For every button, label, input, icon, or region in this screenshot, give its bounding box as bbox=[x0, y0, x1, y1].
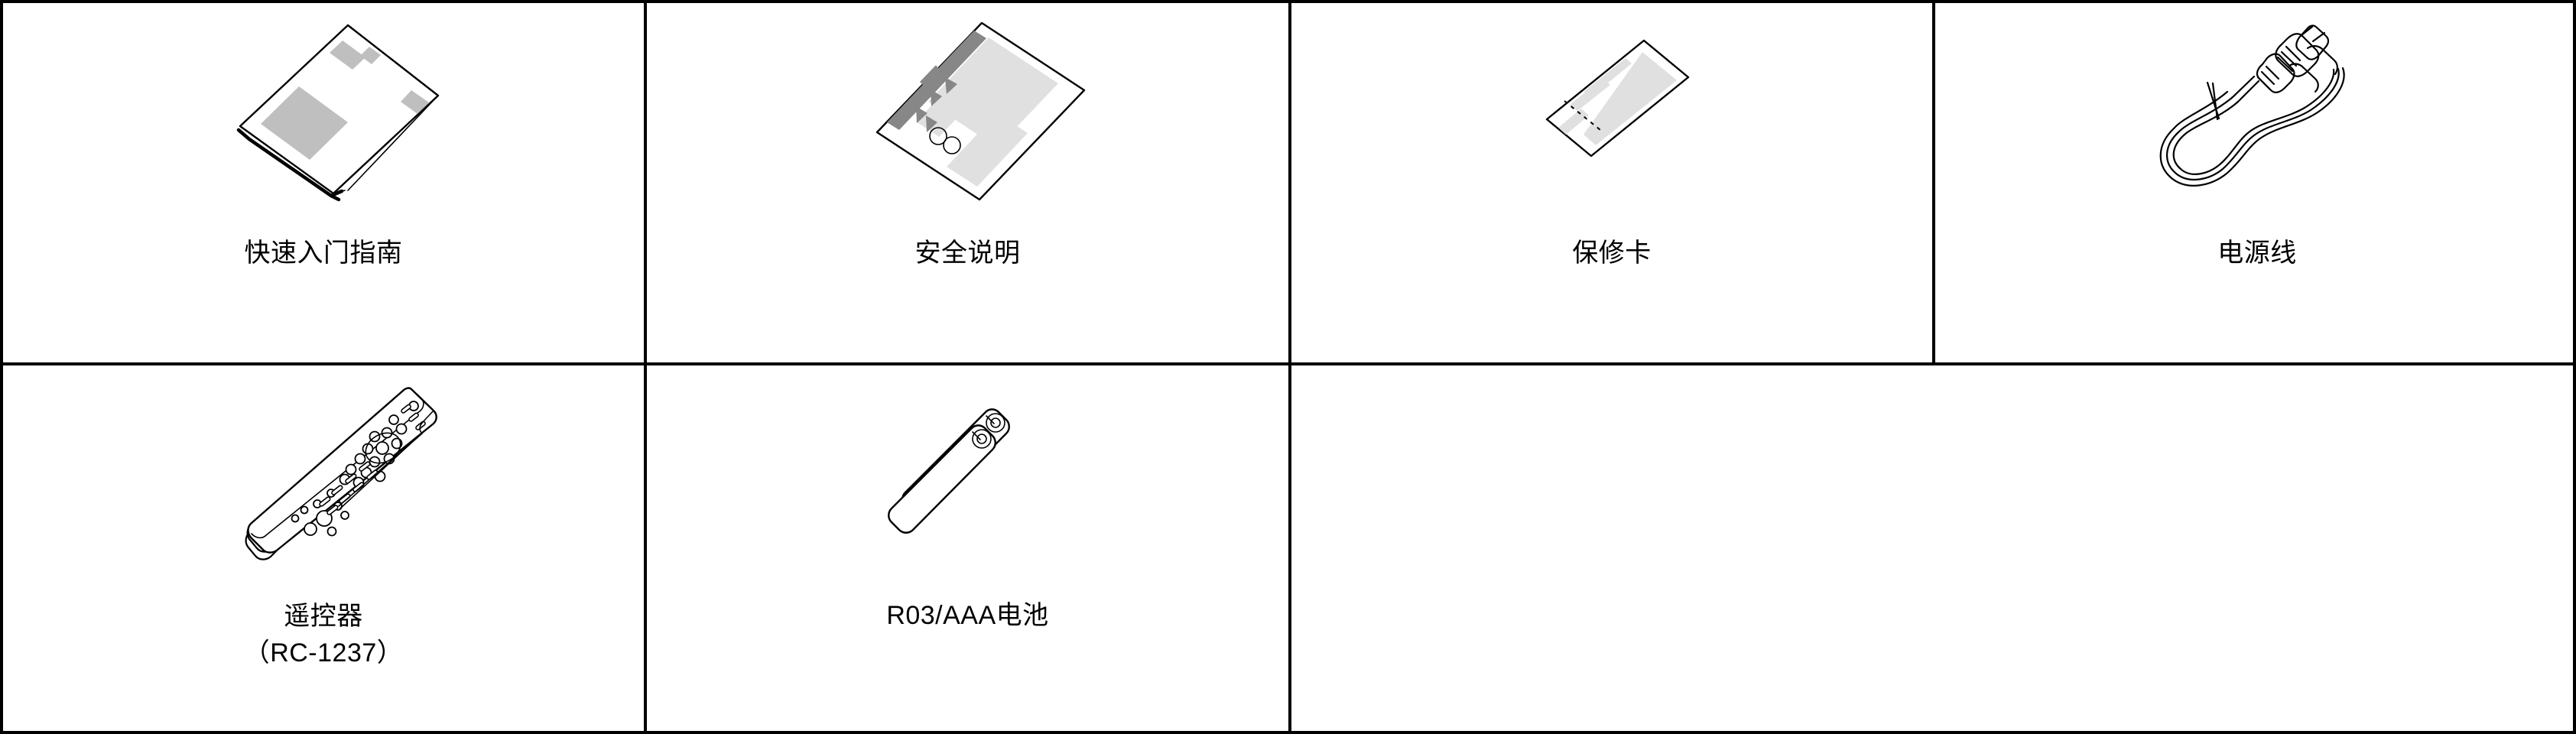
accessory-label-remote-control-line2: （RC-1237） bbox=[243, 638, 404, 667]
accessory-label-warranty-card: 保修卡 bbox=[1572, 239, 1652, 268]
warranty-card-icon bbox=[1291, 6, 1932, 235]
accessory-cell-empty bbox=[1291, 365, 2576, 734]
accessory-cell-safety-instructions: 安全说明 bbox=[647, 3, 1291, 365]
accessory-cell-power-cord: 电源线 bbox=[1935, 3, 2576, 365]
booklet-icon bbox=[3, 6, 644, 235]
power-cord-icon bbox=[1935, 6, 2576, 235]
accessory-label-safety-instructions: 安全说明 bbox=[914, 239, 1021, 268]
accessory-cell-quick-start-guide: 快速入门指南 bbox=[3, 3, 647, 365]
remote-control-icon bbox=[3, 369, 644, 598]
accessory-label-power-cord: 电源线 bbox=[2217, 239, 2297, 268]
accessory-label-remote-control-line1: 遥控器 bbox=[284, 602, 363, 631]
accessory-cell-batteries: R03/AAA电池 bbox=[647, 365, 1291, 734]
accessory-cell-warranty-card: 保修卡 bbox=[1291, 3, 1935, 365]
accessories-grid: 快速入门指南 bbox=[3, 3, 2576, 734]
accessory-label-batteries: R03/AAA电池 bbox=[886, 601, 1049, 630]
battery-icon bbox=[647, 369, 1288, 598]
accessory-cell-remote-control: 遥控器 （RC-1237） bbox=[3, 365, 647, 734]
accessory-label-remote-control: 遥控器 （RC-1237） bbox=[244, 598, 404, 671]
safety-sheet-icon bbox=[647, 6, 1288, 235]
accessory-label-quick-start-guide: 快速入门指南 bbox=[244, 239, 403, 268]
